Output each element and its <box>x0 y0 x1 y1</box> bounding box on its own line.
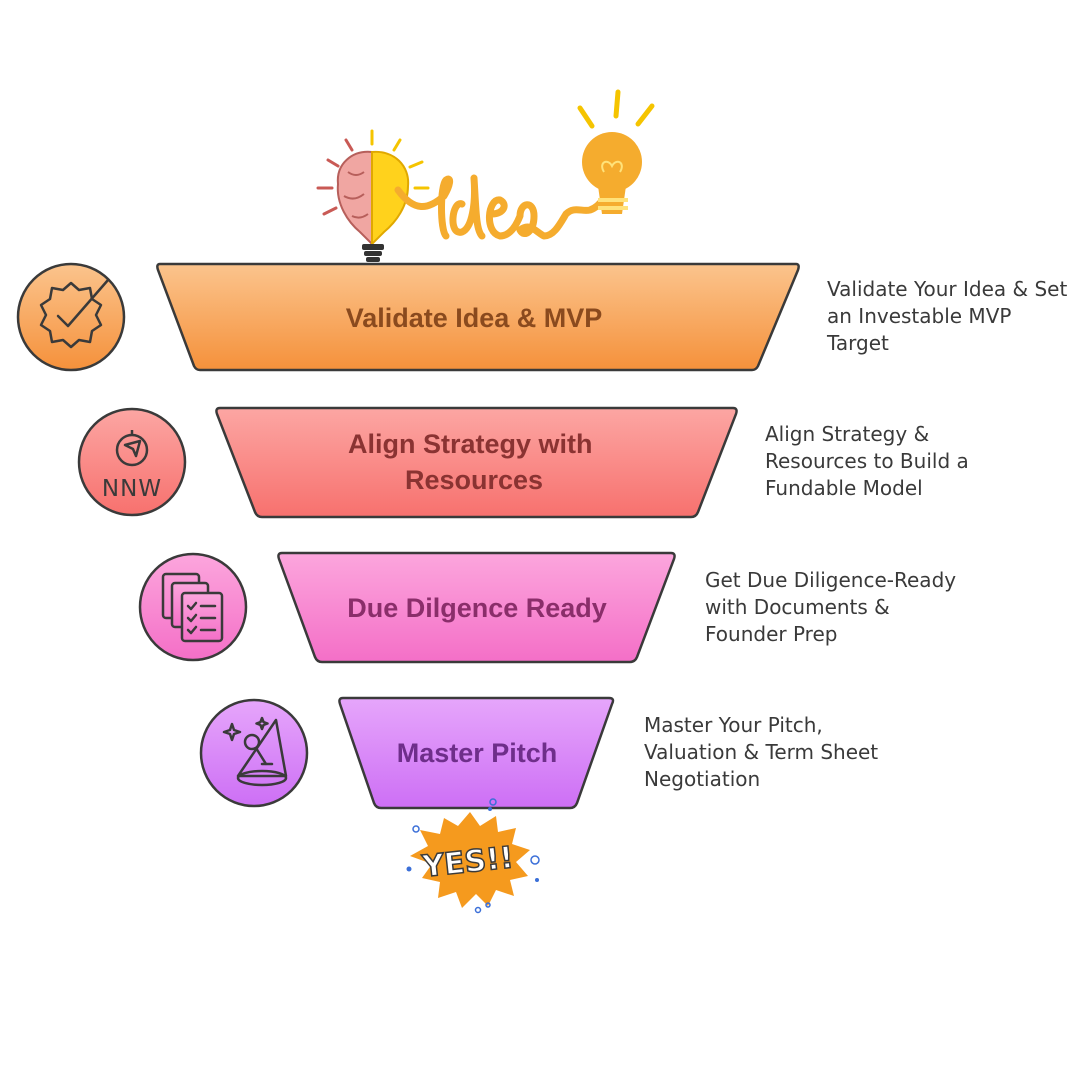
idea-script-lettering <box>394 174 608 240</box>
funnel-segment-2 <box>215 406 738 519</box>
compass-direction-label: NNW <box>102 476 162 502</box>
badge-check-icon <box>39 278 110 349</box>
stage-4-title: Master Pitch <box>397 738 558 768</box>
stage-validate: Validate Idea & MVP <box>16 262 800 372</box>
stage-3-title: Due Dilgence Ready <box>347 593 607 623</box>
stage-2-description: Align Strategy & Resources to Build a Fu… <box>765 422 969 500</box>
stage-master-pitch: Master Pitch <box>199 696 615 810</box>
spotlight-microphone-icon <box>222 716 288 787</box>
documents-checklist-icon <box>161 572 224 643</box>
stage-1-description: Validate Your Idea & Set an Investable M… <box>827 277 1068 355</box>
stage-2-icon-circle <box>77 407 187 517</box>
brain-bulb-icon <box>316 129 430 262</box>
stage-2-title: Align Strategy with Resources <box>348 429 600 495</box>
burst-shape <box>410 812 530 908</box>
stage-4-description: Master Your Pitch, Valuation & Term Shee… <box>644 713 879 791</box>
lightbulb-icon <box>577 89 655 214</box>
stage-3-description: Get Due Diligence-Ready with Documents &… <box>705 568 957 646</box>
funnel-segment-1 <box>156 262 800 372</box>
burst-sparkles <box>412 798 540 914</box>
funnel-segment-3 <box>277 551 676 664</box>
stage-due-diligence: Due Dilgence Ready <box>138 551 676 664</box>
stage-1-title: Validate Idea & MVP <box>346 303 603 333</box>
yes-burst: YES!! <box>406 798 540 914</box>
compass-icon <box>115 430 149 467</box>
idea-header-illustration <box>316 89 655 262</box>
stage-align: Align Strategy with Resources NNW <box>77 406 738 519</box>
funnel-segment-4 <box>338 696 615 810</box>
